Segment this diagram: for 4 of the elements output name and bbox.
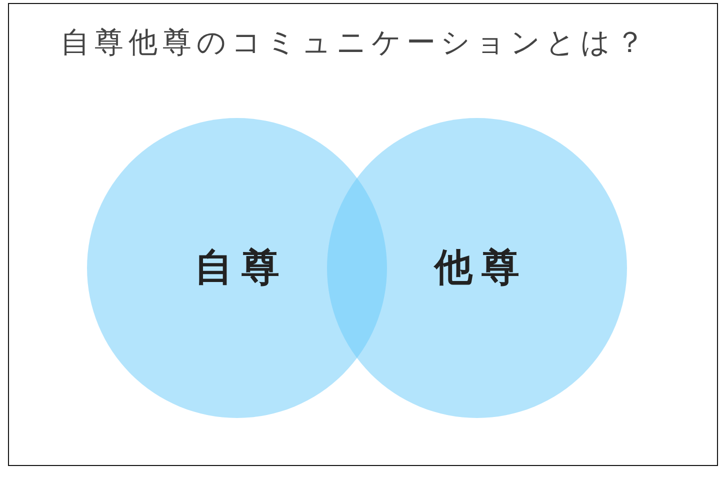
circle-label: 他尊 [432, 247, 528, 289]
circle-label: 自尊 [194, 247, 288, 289]
title: 自尊他尊のコミュニケーションとは？ [60, 25, 650, 60]
venn-circle [327, 118, 627, 418]
